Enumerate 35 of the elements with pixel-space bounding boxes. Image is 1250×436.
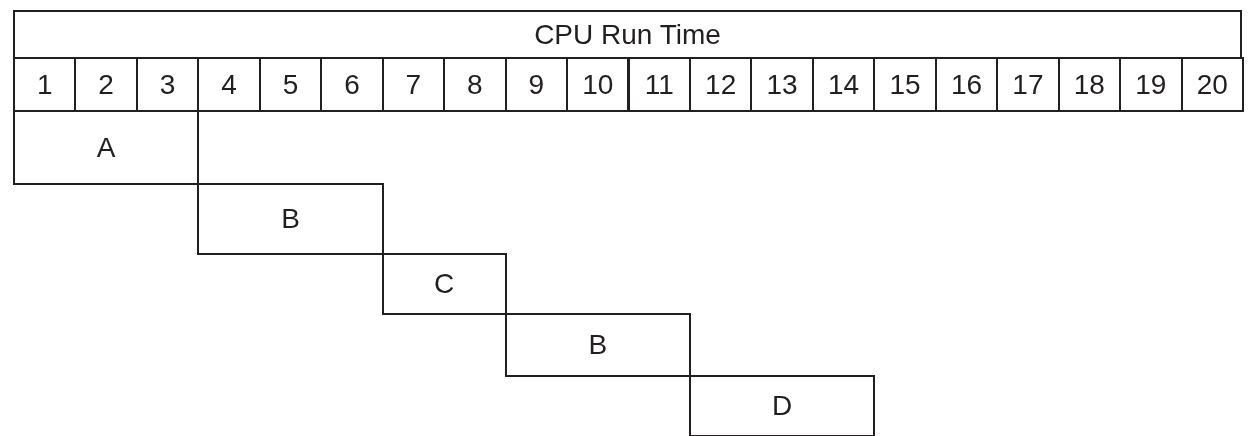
process-bar (381, 253, 507, 315)
cell-text: 2 (98, 68, 114, 101)
time-cell (627, 57, 691, 112)
process-bar (197, 183, 384, 255)
cell-text: 13 (766, 68, 798, 101)
cell-text: 11 (644, 68, 674, 101)
cell-text: 10 (582, 68, 614, 101)
process-bar (688, 375, 876, 436)
cell-text: CPU Run Time (534, 18, 721, 51)
cell-text: 19 (1135, 68, 1167, 101)
cell-text: 18 (1073, 68, 1105, 101)
cell-text: 12 (705, 68, 737, 101)
cell-text: C (434, 268, 455, 300)
cell-text: B (281, 203, 300, 235)
header-cell (13, 10, 1242, 59)
cell-text: 6 (344, 68, 360, 101)
cell-text: 5 (282, 68, 299, 101)
cell-text: 7 (405, 68, 422, 101)
cell-text: 9 (528, 68, 545, 101)
process-bar (504, 313, 691, 377)
cell-text: 15 (889, 68, 921, 101)
cell-text: 17 (1012, 68, 1044, 101)
cell-text: D (772, 390, 793, 422)
cell-text: A (96, 131, 116, 164)
time-cell (566, 57, 630, 112)
cell-text: 4 (221, 68, 237, 101)
cell-text: 3 (159, 68, 176, 101)
cell-text: 8 (467, 68, 483, 101)
time-cell (1180, 57, 1244, 112)
process-bar (13, 110, 200, 185)
cell-text: 14 (828, 68, 860, 101)
cell-text: 1 (36, 68, 53, 101)
cell-text: 20 (1196, 68, 1228, 101)
cell-text: 16 (950, 68, 983, 101)
cell-text: B (588, 329, 608, 361)
